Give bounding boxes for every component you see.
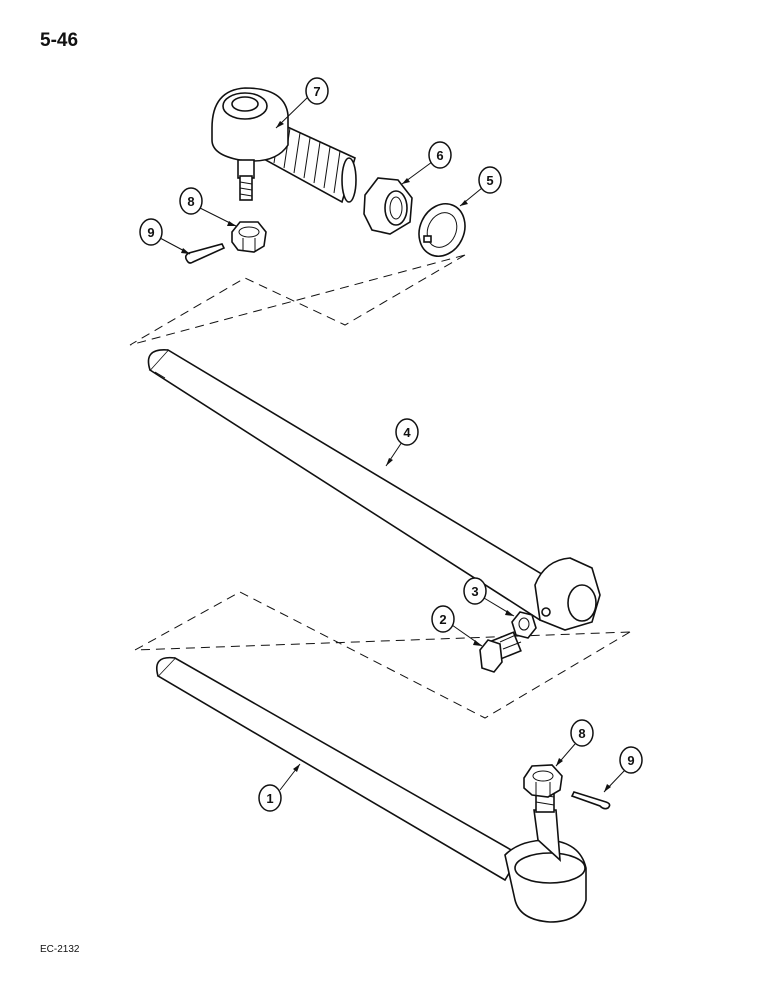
adjusting-tube — [147, 348, 601, 631]
castle-nut-lower — [523, 764, 563, 798]
callout-label-4: 4 — [403, 425, 411, 440]
callout-label-8-upper: 8 — [187, 194, 194, 209]
callout-3: 3 — [463, 577, 515, 617]
callout-1: 1 — [258, 763, 301, 812]
cotter-pin-lower — [570, 791, 611, 810]
callout-7: 7 — [275, 77, 329, 129]
callout-label-3: 3 — [471, 584, 478, 599]
lower-tie-rod-end — [156, 656, 587, 923]
jam-nut — [363, 177, 413, 235]
figure-code: EC-2132 — [40, 944, 80, 955]
page-number: 5-46 — [40, 30, 79, 51]
castle-nut-upper — [231, 221, 267, 253]
callout-4: 4 — [385, 418, 419, 467]
callout-label-1: 1 — [266, 791, 273, 806]
callout-label-8-lower: 8 — [578, 726, 585, 741]
lower-alignment-guide — [134, 591, 631, 719]
callout-label-6: 6 — [436, 148, 443, 163]
callout-8-upper: 8 — [179, 187, 237, 227]
callout-9-lower: 9 — [603, 746, 643, 793]
cotter-pin-upper — [184, 243, 226, 264]
callout-label-9-lower: 9 — [627, 753, 634, 768]
callout-8-lower: 8 — [555, 719, 594, 767]
upper-tie-rod-end — [211, 87, 357, 204]
upper-alignment-guide — [129, 254, 466, 346]
clamp-bolt — [479, 631, 522, 673]
callout-6: 6 — [401, 141, 452, 185]
lock-washer — [418, 203, 466, 257]
callout-label-2: 2 — [439, 612, 446, 627]
callout-9-upper: 9 — [139, 218, 191, 255]
callout-label-7: 7 — [313, 84, 320, 99]
clamp-nut — [511, 611, 537, 639]
callout-label-5: 5 — [486, 173, 493, 188]
callout-5: 5 — [459, 166, 502, 207]
callout-label-9-upper: 9 — [147, 225, 154, 240]
callout-2: 2 — [431, 605, 483, 647]
